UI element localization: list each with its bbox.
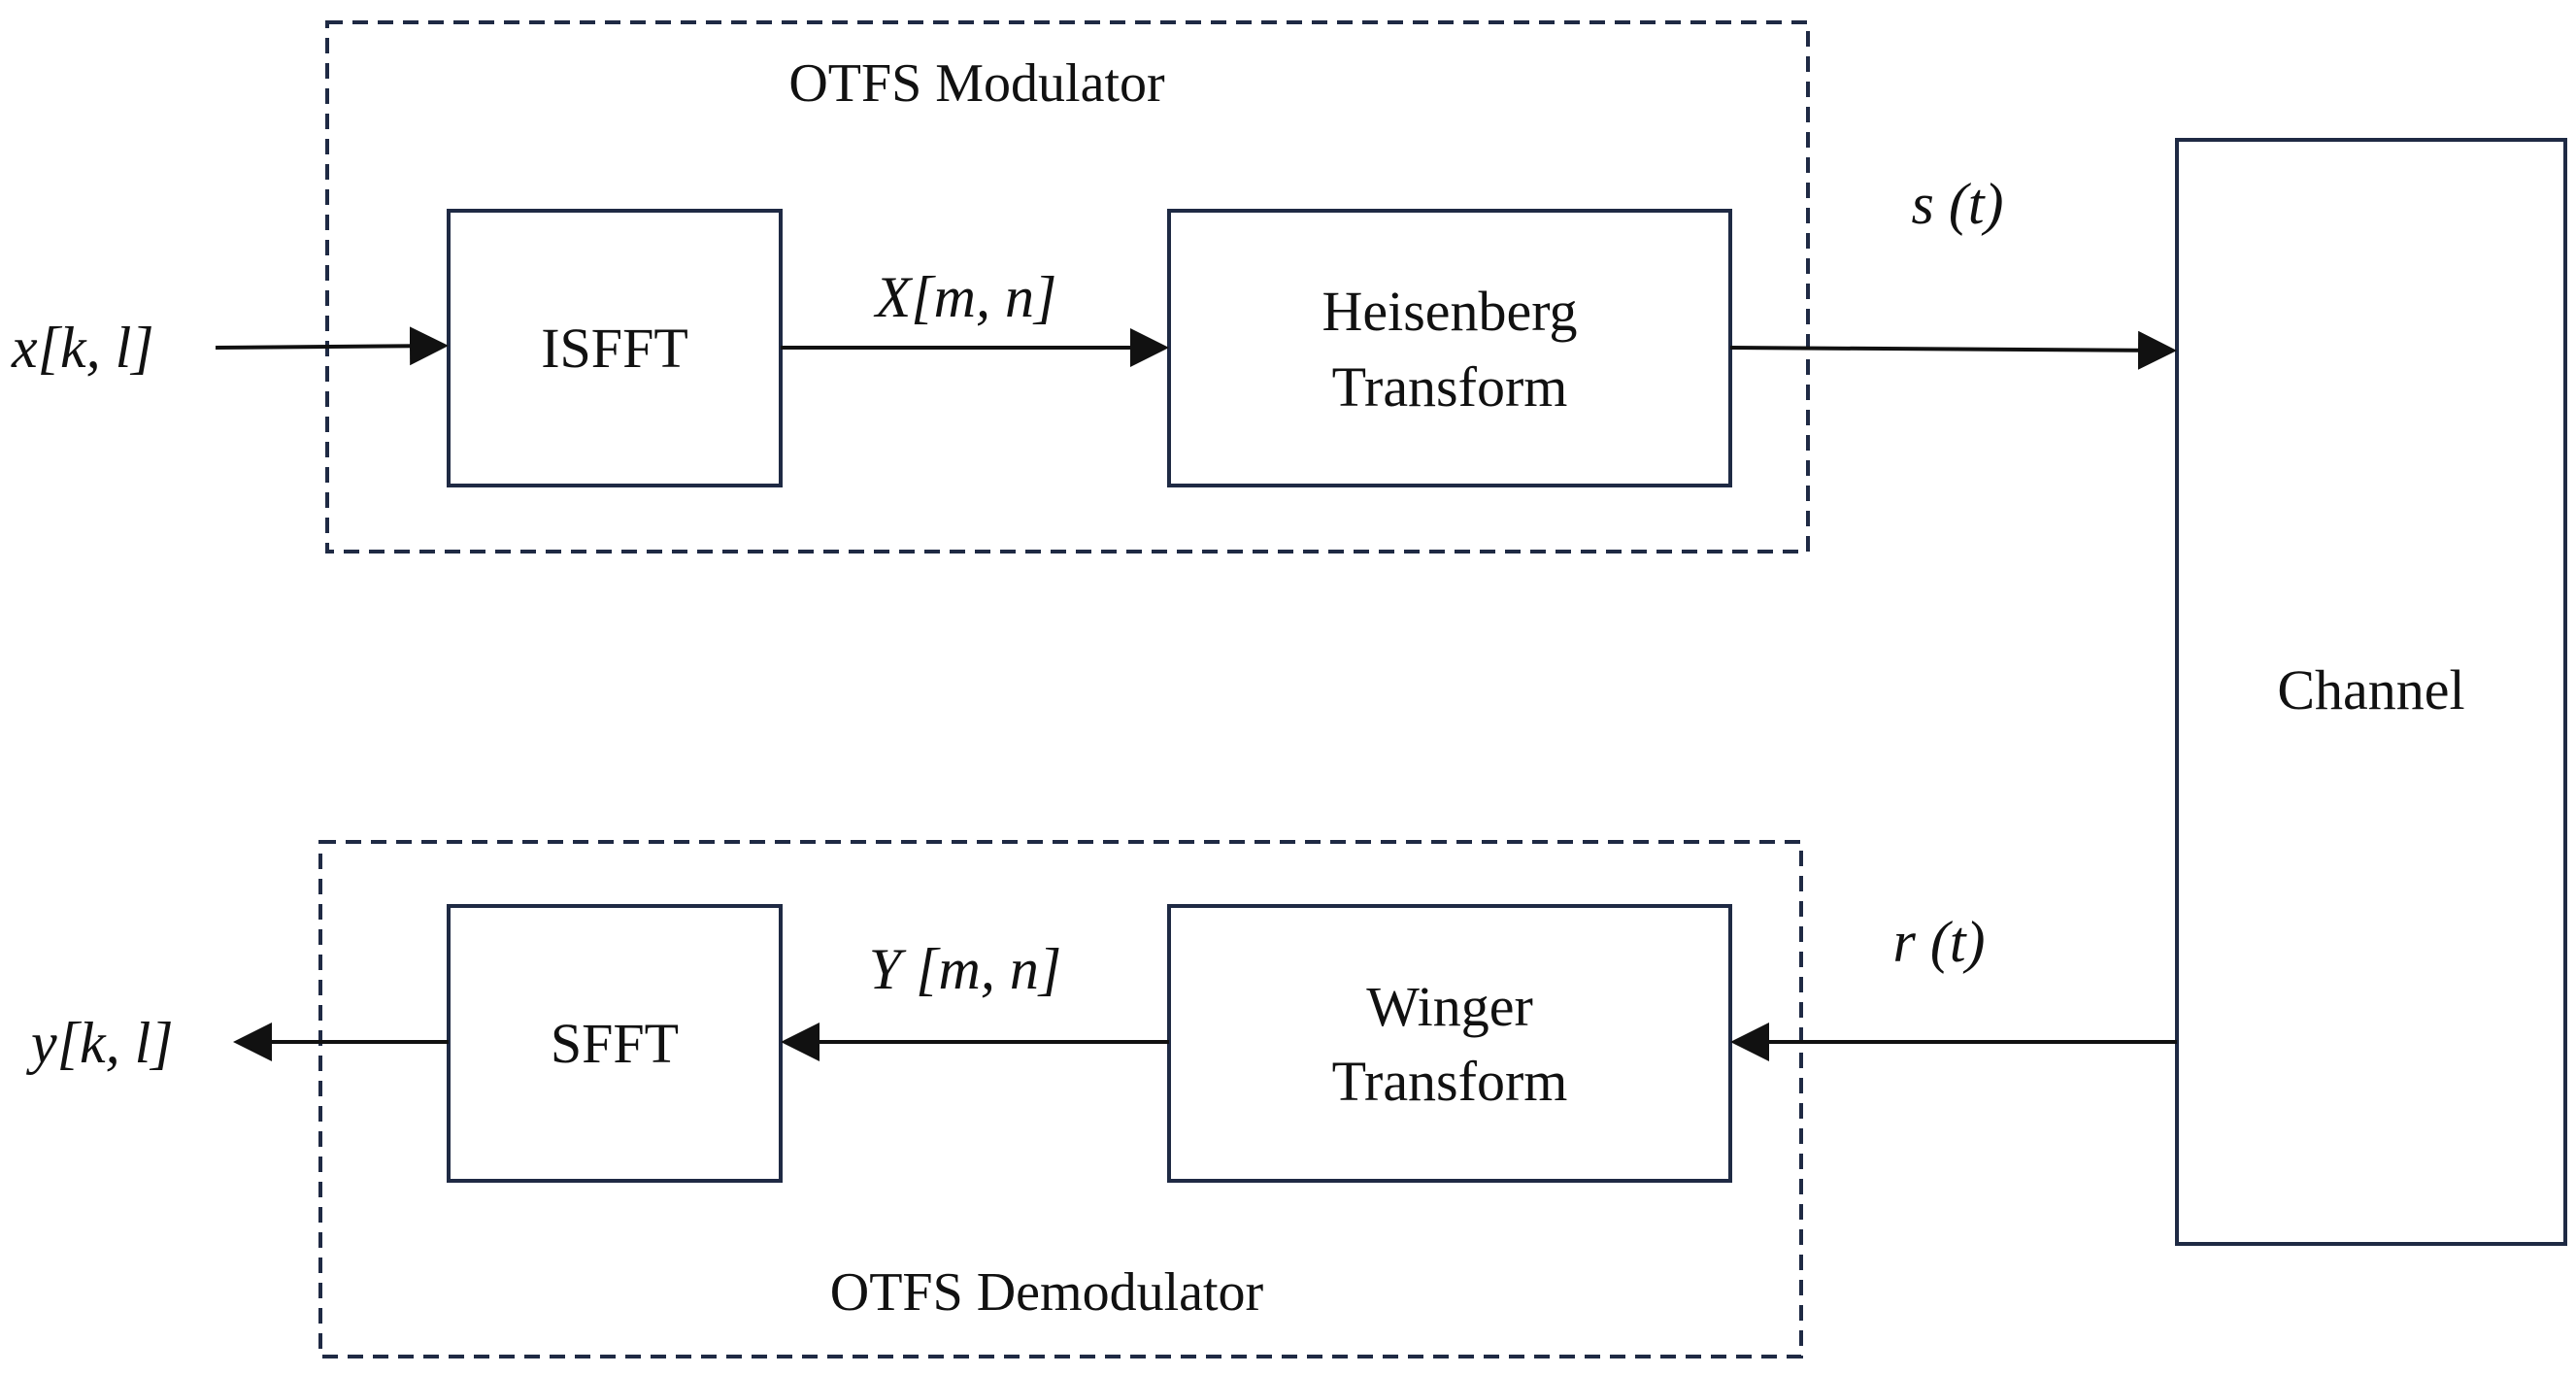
channel-block <box>2175 138 2567 1246</box>
channel-label: Channel <box>2277 658 2464 721</box>
signal-tf-tx-label: X[m, n] <box>874 265 1057 329</box>
arrow-input-to-isfft <box>215 326 449 366</box>
winger-label-line2: Transform <box>1332 1050 1568 1113</box>
arrow-heisenberg-to-channel <box>1729 330 2177 370</box>
winger-label-line1: Winger <box>1366 975 1533 1038</box>
signal-tx-time-label: s (t) <box>1912 172 2004 236</box>
isfft-label: ISFFT <box>541 317 688 380</box>
heisenberg-transform-block <box>1167 209 1732 487</box>
sfft-label: SFFT <box>551 1012 679 1075</box>
signal-rx-time-label: r (t) <box>1893 910 1986 974</box>
isfft-block <box>447 209 783 487</box>
otfs-modulator-label: OTFS Modulator <box>788 53 1165 114</box>
heisenberg-label-line2: Transform <box>1332 355 1568 419</box>
winger-transform-block <box>1167 904 1732 1183</box>
signal-output-label: y[k, l] <box>25 1011 174 1075</box>
signal-input-label: x[k, l] <box>11 316 154 380</box>
otfs-demodulator-label: OTFS Demodulator <box>830 1262 1264 1323</box>
heisenberg-label-line1: Heisenberg <box>1321 280 1577 343</box>
otfs-demodulator-group <box>318 840 1803 1358</box>
signal-tf-rx-label: Y [m, n] <box>869 937 1061 1001</box>
otfs-modulator-group <box>325 20 1810 553</box>
